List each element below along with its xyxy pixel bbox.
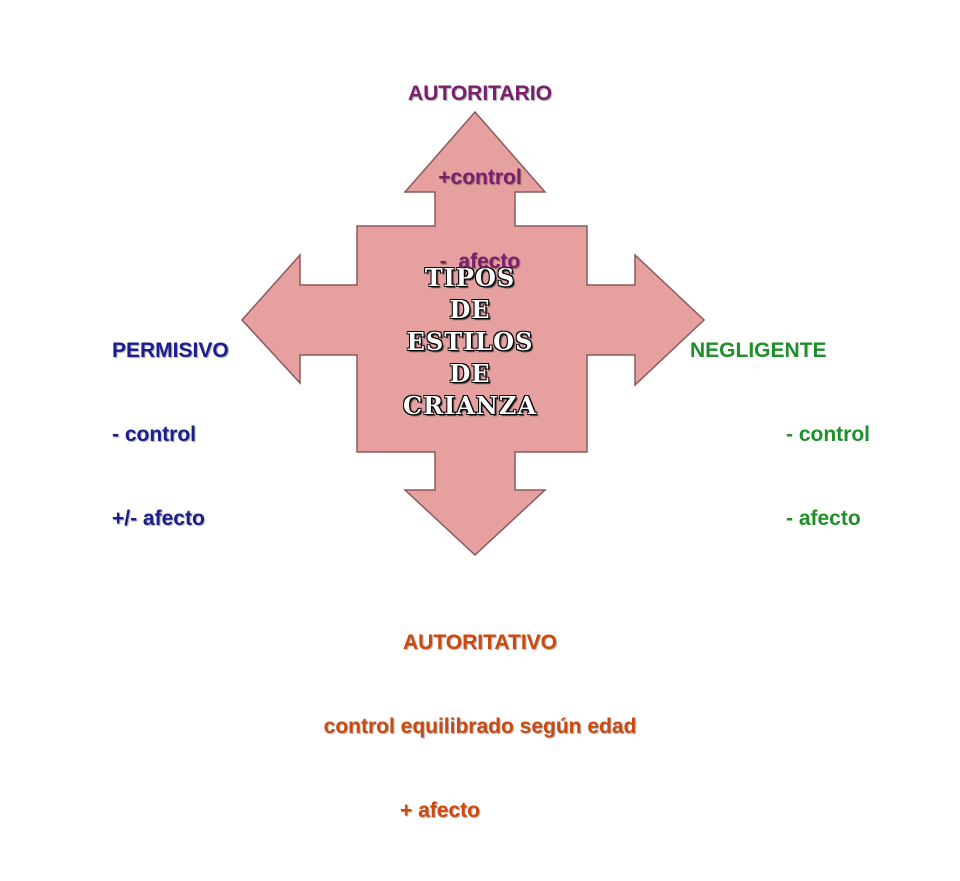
center-title: TIPOS DE ESTILOS DE CRIANZA [370,262,570,422]
right-style-title: NEGLIGENTE [690,339,827,362]
center-line-3: ESTILOS [406,327,534,356]
top-style-label: AUTORITARIO +control - afecto [330,24,630,332]
four-way-arrow-shape [240,110,706,557]
left-style-label: PERMISIVO - control +/- afecto [112,281,229,589]
bottom-style-line-2: + afecto [400,799,480,822]
bottom-style-line-1: control equilibrado según edad [323,715,637,738]
center-line-5: CRIANZA [403,391,537,420]
left-style-title: PERMISIVO [112,339,229,362]
left-style-line-2: +/- afecto [112,507,205,530]
bottom-style-title: AUTORITATIVO [403,631,557,654]
top-style-line-1: +control [438,166,522,189]
bottom-style-label: AUTORITATIVO control equilibrado según e… [250,573,710,881]
left-style-line-1: - control [112,423,196,446]
right-style-line-1: - control [786,423,870,446]
center-line-1: TIPOS [424,263,516,292]
top-style-line-2: - afecto [439,250,521,273]
top-style-title: AUTORITARIO [408,82,552,105]
center-line-4: DE [449,359,491,388]
four-way-arrow [240,110,706,557]
right-style-label: NEGLIGENTE - control - afecto [690,281,890,589]
center-line-2: DE [449,295,491,324]
slide: TIPOS DE ESTILOS DE CRIANZA AUTORITARIO … [112,24,890,822]
right-style-line-2: - afecto [786,507,861,530]
